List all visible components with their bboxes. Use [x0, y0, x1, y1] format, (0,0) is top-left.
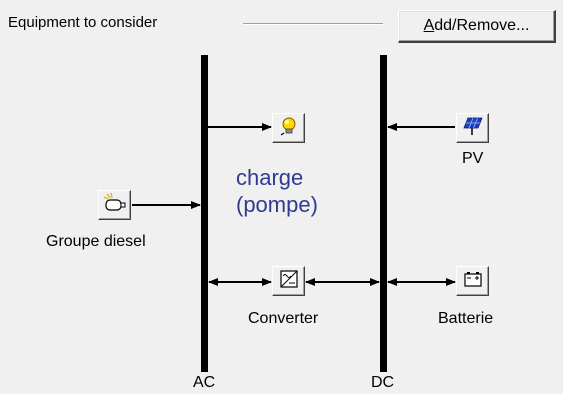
ac-bus-label: AC — [193, 374, 216, 391]
add-remove-mnemonic: A — [423, 17, 435, 34]
dc-bus — [380, 55, 387, 372]
load-label-line2: (pompe) — [236, 192, 318, 217]
converter-label: Converter — [248, 310, 319, 327]
add-remove-button[interactable]: Add/Remove... — [398, 10, 556, 43]
pv-component-button[interactable] — [456, 113, 489, 143]
group-title: Equipment to consider — [8, 14, 162, 31]
battery-component-button[interactable] — [456, 266, 489, 296]
load-label: charge (pompe) — [236, 164, 318, 218]
solar-panel-icon — [462, 115, 484, 142]
generator-label: Groupe diesel — [46, 233, 146, 250]
generator-icon — [103, 192, 127, 219]
load-label-line1: charge — [236, 165, 304, 190]
ac-bus — [201, 55, 208, 372]
load-component-button[interactable] — [272, 113, 305, 143]
converter-component-button[interactable] — [272, 266, 305, 296]
converter-icon — [279, 269, 299, 294]
battery-label: Batterie — [438, 310, 494, 327]
group-title-divider — [243, 23, 383, 25]
generator-component-button[interactable] — [98, 190, 131, 220]
add-remove-label: dd/Remove... — [434, 17, 530, 34]
battery-icon — [463, 269, 483, 294]
dc-bus-label: DC — [371, 374, 395, 391]
lightbulb-icon — [278, 115, 300, 142]
pv-label: PV — [462, 150, 484, 167]
